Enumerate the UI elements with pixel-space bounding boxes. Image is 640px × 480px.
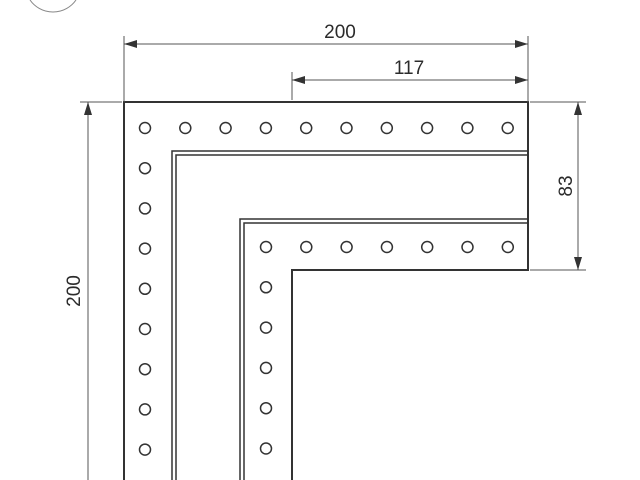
arrow-117-right	[515, 76, 528, 84]
mounting-hole	[138, 362, 152, 376]
dim-total-height-label: 200	[64, 275, 85, 307]
arrow-83-top	[574, 102, 582, 115]
mounting-hole	[138, 242, 152, 255]
mounting-hole	[259, 240, 273, 254]
mounting-hole	[420, 121, 434, 135]
arrow-200v-top	[84, 102, 92, 115]
mounting-hole	[138, 403, 152, 416]
mounting-hole	[340, 240, 353, 254]
mounting-hole	[219, 121, 232, 135]
mounting-hole	[380, 121, 394, 135]
mounting-hole	[259, 401, 273, 415]
channel2-line-outer	[239, 218, 528, 480]
mounting-hole	[179, 121, 192, 135]
profile-outer-edge	[123, 101, 529, 480]
channel-line-inner	[175, 154, 528, 480]
mounting-hole	[380, 240, 394, 254]
mounting-hole	[300, 240, 313, 254]
mounting-hole	[461, 240, 474, 254]
mounting-hole	[299, 121, 313, 135]
mounting-hole	[340, 121, 353, 135]
mounting-hole	[420, 240, 434, 254]
mounting-hole	[138, 282, 152, 296]
mounting-hole	[501, 240, 515, 254]
mounting-hole	[259, 321, 273, 334]
mounting-hole	[259, 281, 273, 294]
channel2-line-inner	[243, 222, 528, 480]
arrow-left	[124, 40, 137, 48]
mounting-hole	[138, 161, 152, 175]
channel-line-outer	[171, 150, 528, 480]
mounting-hole	[259, 361, 273, 375]
mounting-hole	[501, 121, 514, 135]
mounting-hole	[138, 121, 152, 135]
dim-arm-height-label: 83	[556, 175, 577, 196]
arrow-117-left	[292, 76, 305, 84]
mounting-hole	[259, 121, 273, 135]
mounting-hole	[138, 202, 152, 215]
mounting-hole	[138, 322, 152, 336]
mounting-hole	[259, 442, 273, 455]
dim-inner-width-label: 117	[394, 58, 424, 79]
mounting-hole	[138, 443, 152, 456]
logo-circle-fragment	[29, 0, 77, 13]
mounting-hole	[461, 121, 474, 135]
arrow-right	[515, 40, 528, 48]
arrow-83-bottom	[574, 257, 582, 270]
dim-total-width-label: 200	[324, 22, 356, 43]
mounting-holes	[138, 121, 515, 456]
